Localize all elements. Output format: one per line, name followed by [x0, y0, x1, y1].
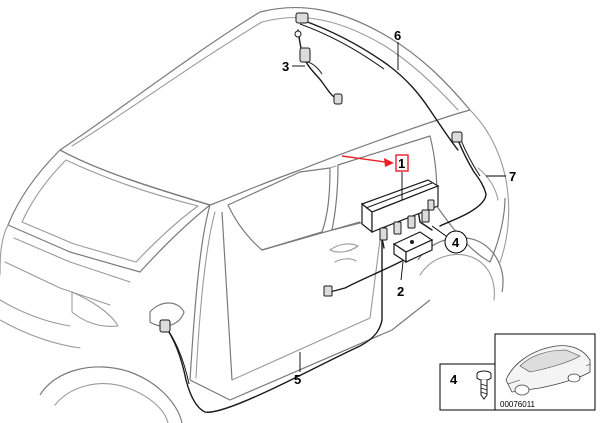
callout-1-highlight-box — [395, 154, 409, 172]
inset-part-number: 4 — [450, 372, 458, 387]
callout-3: 3 — [282, 59, 289, 74]
antenna-cable-harness — [159, 12, 487, 413]
callout-4-circle — [444, 230, 468, 254]
callout-2: 2 — [397, 284, 404, 299]
drawing-id: 00076011 — [500, 400, 536, 409]
callout-1: 1 — [398, 156, 405, 171]
callout-7: 7 — [509, 169, 516, 184]
car-body-outline — [0, 7, 510, 423]
antenna-module-part-2 — [392, 231, 434, 264]
callout-5: 5 — [294, 372, 301, 387]
antenna-amplifier-module — [360, 179, 440, 241]
callout-4: 4 — [452, 235, 460, 250]
highlight-arrow — [341, 154, 409, 172]
detail-inset: 4 00076011 — [439, 333, 596, 411]
car-thumbnail-icon — [505, 345, 591, 396]
screw-icon — [476, 370, 492, 400]
callout-leaders — [292, 42, 506, 372]
callout-6: 6 — [394, 28, 401, 43]
